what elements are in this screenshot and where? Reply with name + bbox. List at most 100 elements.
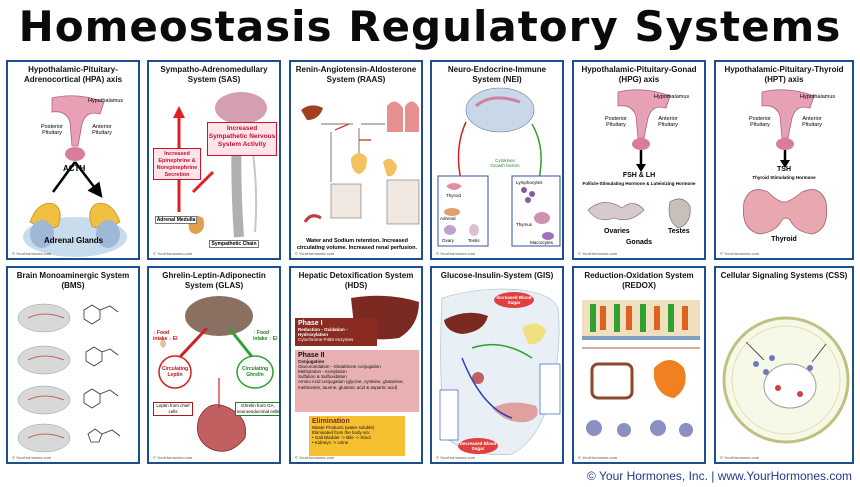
- card-footer: © YourHormones.com: [578, 455, 618, 460]
- label-box2: Increased Epinephrine & Norepinephrine S…: [153, 148, 201, 180]
- label-p2d: Sulfation & Sulfoxidation: [298, 374, 347, 379]
- card-sas[interactable]: Sympatho-Adrenomedullary System (SAS) In…: [147, 60, 281, 260]
- label-testes: Testes: [668, 228, 690, 235]
- label-el2: Eliminated from the body via:: [312, 430, 371, 435]
- label-p2: Phase II: [298, 352, 325, 359]
- card-title: Brain Monoaminergic System (BMS): [16, 271, 130, 290]
- elimination-box: Elimination Waste Products (water solubl…: [309, 416, 405, 456]
- card-nei[interactable]: Neuro-Endocrine-Immune System (NEI) Thyr…: [430, 60, 564, 260]
- card-footer: © YourHormones.com: [578, 251, 618, 256]
- page-title: Homeostasis Regulatory Systems: [18, 2, 842, 51]
- card-glas[interactable]: Ghrelin-Leptin-Adiponectin System (GLAS)…: [147, 266, 281, 464]
- card-hpa[interactable]: Hypothalamic-Pituitary-Adrenocortical (H…: [6, 60, 140, 260]
- label-anterior: Anterior Pituitary: [92, 124, 112, 136]
- label-el1: Waste Products (water soluble): [312, 425, 375, 430]
- card-css[interactable]: Cellular Signaling Systems (CSS) © YourH…: [714, 266, 854, 464]
- label-anterior: Anterior Pituitary: [802, 116, 822, 128]
- card-footer: © YourHormones.com: [295, 455, 335, 460]
- card-bms[interactable]: Brain Monoaminergic System (BMS) © YourH…: [6, 266, 140, 464]
- label-ovary: Ovary: [442, 238, 455, 243]
- label-gonads: Gonads: [625, 239, 653, 246]
- label-organ: Adrenal Glands: [44, 236, 104, 245]
- label-p1: Phase I: [298, 320, 323, 327]
- label-hormone: ACTH: [63, 164, 86, 173]
- label-thyroid: Thyroid: [446, 193, 462, 198]
- card-title: Glucose-Insulin-System (GIS): [440, 271, 554, 280]
- label-p2a: Conjugation: [298, 359, 325, 364]
- label-testis: Testis: [468, 238, 480, 243]
- card-hpg[interactable]: Hypothalamic-Pituitary-Gonad (HPG) axis …: [572, 60, 706, 260]
- card-title: Hypothalamic-Pituitary-Adrenocortical (H…: [23, 65, 123, 84]
- label-el: Elimination: [312, 418, 350, 425]
- label-posterior: Posterior Pituitary: [40, 124, 63, 136]
- label-macro: Macrocytes: [530, 240, 554, 245]
- label-hormone: FSH & LH: [622, 172, 656, 179]
- card-footer: © YourHormones.com: [153, 251, 193, 256]
- label-p2b: Glucuronidation - Glutathione conjugatio…: [298, 364, 381, 369]
- label-thymus: Thymus: [516, 222, 533, 227]
- label-hypothalamus: Hypothalamus: [654, 94, 690, 100]
- label-medulla: Adrenal Medulla: [155, 216, 197, 224]
- label-food-up: ↑ Food intake ↑ EI: [253, 330, 278, 342]
- label-food-down: ↓ Food intake ↓ EI: [153, 330, 178, 342]
- card-footer: © YourHormones.com: [12, 251, 52, 256]
- card-title: Ghrelin-Leptin-Adiponectin System (GLAS): [162, 271, 266, 290]
- redox-illustration: [582, 300, 700, 437]
- glas-illustration: [158, 296, 274, 452]
- raas-illustration: [301, 101, 420, 225]
- card-title: Hypothalamic-Pituitary-Thyroid (HPT) axi…: [724, 65, 844, 84]
- card-title: Cellular Signaling Systems (CSS): [720, 271, 848, 280]
- label-el3: • Gall Bladder -> Bile -> Stool: [312, 435, 371, 440]
- card-hpt[interactable]: Hypothalamic-Pituitary-Thyroid (HPT) axi…: [714, 60, 854, 260]
- label-box1: Increased Sympathetic Nervous System Act…: [207, 122, 277, 156]
- label-sub: Follicle-Stimulating Hormone & Luteinizi…: [582, 181, 696, 186]
- card-title: Reduction-Oxidation System (REDOX): [584, 271, 694, 290]
- label-ovaries: Ovaries: [604, 228, 630, 235]
- card-footer: © YourHormones.com: [295, 251, 335, 256]
- label-sub: Thyroid Stimulating Hormone: [752, 175, 816, 180]
- label-cytokines: Cytokines Growth factors: [490, 158, 520, 168]
- card-footer: © YourHormones.com: [436, 251, 476, 256]
- label-el4: • Kidneys -> Urine: [312, 440, 349, 445]
- card-gis[interactable]: Glucose-Insulin-System (GIS) Increased B…: [430, 266, 564, 464]
- card-hds[interactable]: Hepatic Detoxification System (HDS) Phas…: [289, 266, 423, 464]
- nei-illustration: [437, 87, 561, 247]
- label-inc: Increased Blood Sugar: [494, 292, 534, 308]
- card-raas[interactable]: Renin-Angiotensin-Aldosterone System (RA…: [289, 60, 423, 260]
- label-p2c: Methylation - Acetylation: [298, 369, 347, 374]
- label-chain: Sympathetic Chain: [209, 240, 259, 248]
- phase1-box: Phase I Reduction - Oxidation - Hydroxyl…: [295, 318, 377, 346]
- label-adrenal: Adrenal: [440, 216, 456, 221]
- label-hypothalamus: Hypothalamus: [88, 98, 124, 104]
- card-footer: © YourHormones.com: [720, 455, 760, 460]
- card-title: Hepatic Detoxification System (HDS): [298, 271, 414, 290]
- label-p1b: Cytochrome P450 enzymes: [298, 337, 354, 342]
- label-lympho: Lymphocytes: [516, 180, 543, 185]
- card-footer: © YourHormones.com: [12, 455, 52, 460]
- card-footer: © YourHormones.com: [436, 455, 476, 460]
- css-illustration: [722, 316, 850, 444]
- card-title: Neuro-Endocrine-Immune System (NEI): [447, 65, 547, 84]
- copyright[interactable]: © Your Hormones, Inc. | www.YourHormones…: [587, 469, 852, 483]
- label-p1a: Reduction - Oxidation - Hydroxylation: [298, 327, 348, 337]
- card-title: Renin-Angiotensin-Aldosterone System (RA…: [295, 65, 417, 84]
- card-title: Hypothalamic-Pituitary-Gonad (HPG) axis: [581, 65, 697, 84]
- card-redox[interactable]: Reduction-Oxidation System (REDOX) © You…: [572, 266, 706, 464]
- label-hypothalamus: Hypothalamus: [800, 94, 836, 100]
- card-footer: © YourHormones.com: [720, 251, 760, 256]
- card-title: Sympatho-Adrenomedullary System (SAS): [160, 65, 268, 84]
- hpa-illustration: [23, 95, 127, 257]
- label-p2e: Amino Acid conjugation (glycine, cystein…: [298, 379, 404, 390]
- card-footer: © YourHormones.com: [153, 455, 193, 460]
- label-dec: Decreased Blood Sugar: [458, 438, 498, 454]
- bms-illustration: [17, 303, 121, 453]
- label-ghrelin-src: Ghrelin from GA, neuroendocrinal cells: [235, 402, 280, 416]
- gis-illustration: [439, 288, 561, 455]
- label-posterior: Posterior Pituitary: [748, 116, 771, 128]
- label-organ: Thyroid: [771, 236, 797, 243]
- label-leptin-src: Leptin from chief cells: [153, 402, 193, 416]
- phase2-box: Phase II Conjugation Glucuronidation - G…: [295, 350, 419, 412]
- label-anterior: Anterior Pituitary: [658, 116, 678, 128]
- label-hormone: TSH: [777, 166, 791, 173]
- label-posterior: Posterior Pituitary: [604, 116, 627, 128]
